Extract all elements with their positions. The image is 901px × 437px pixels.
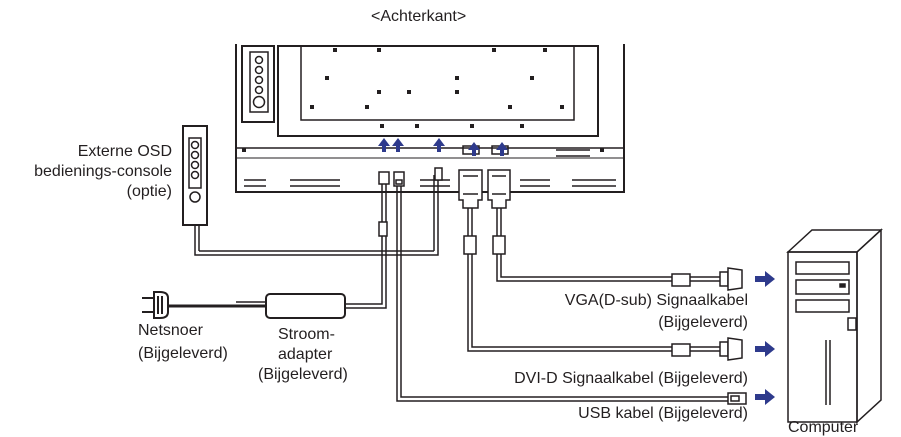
osd-label-line2: bedienings-console <box>34 163 172 180</box>
arrow-right-icon <box>755 271 775 287</box>
dvi-connector-icon <box>719 337 743 361</box>
monitor-screws <box>242 48 604 152</box>
arrow-right-icon <box>755 341 775 357</box>
adapter-label-line1: Stroom- <box>278 326 335 343</box>
cables <box>168 167 728 402</box>
computer-arrows <box>755 271 775 405</box>
power-cord-label-line2: (Bijgeleverd) <box>138 345 228 362</box>
arrow-up-icon <box>378 138 390 152</box>
dvi-label: DVI-D Signaalkabel (Bijgeleverd) <box>514 370 748 387</box>
arrow-right-icon <box>755 389 775 405</box>
osd-label-line3: (optie) <box>126 183 172 200</box>
usb-label: USB kabel (Bijgeleverd) <box>578 405 748 422</box>
vga-connector-icon <box>719 267 743 291</box>
diagram-title: <Achterkant> <box>371 8 467 25</box>
vga-label-line2: (Bijgeleverd) <box>658 314 748 331</box>
vga-label-line1: VGA(D-sub) Signaalkabel <box>564 292 748 309</box>
monitor-back <box>235 44 625 193</box>
power-adapter <box>265 293 346 319</box>
monitor-osd-buttons <box>249 51 269 113</box>
computer-label: Computer <box>788 419 859 436</box>
usb-connector-icon <box>727 392 747 405</box>
osd-label-line1: Externe OSD <box>77 143 172 160</box>
power-cord-label-line1: Netsnoer <box>138 322 203 339</box>
arrow-up-icon <box>433 138 445 152</box>
monitor-vents <box>244 149 616 187</box>
adapter-label-line3: (Bijgeleverd) <box>258 366 348 383</box>
port-arrows <box>378 138 508 156</box>
external-osd-console <box>182 125 208 226</box>
plug-icon <box>142 291 169 319</box>
arrow-up-icon <box>392 138 404 152</box>
arrow-up-icon <box>468 142 480 156</box>
monitor-side-connectors <box>378 169 511 209</box>
computer-tower-icon <box>786 228 883 424</box>
arrow-up-icon <box>496 142 508 156</box>
adapter-label-line2: adapter <box>278 346 333 363</box>
